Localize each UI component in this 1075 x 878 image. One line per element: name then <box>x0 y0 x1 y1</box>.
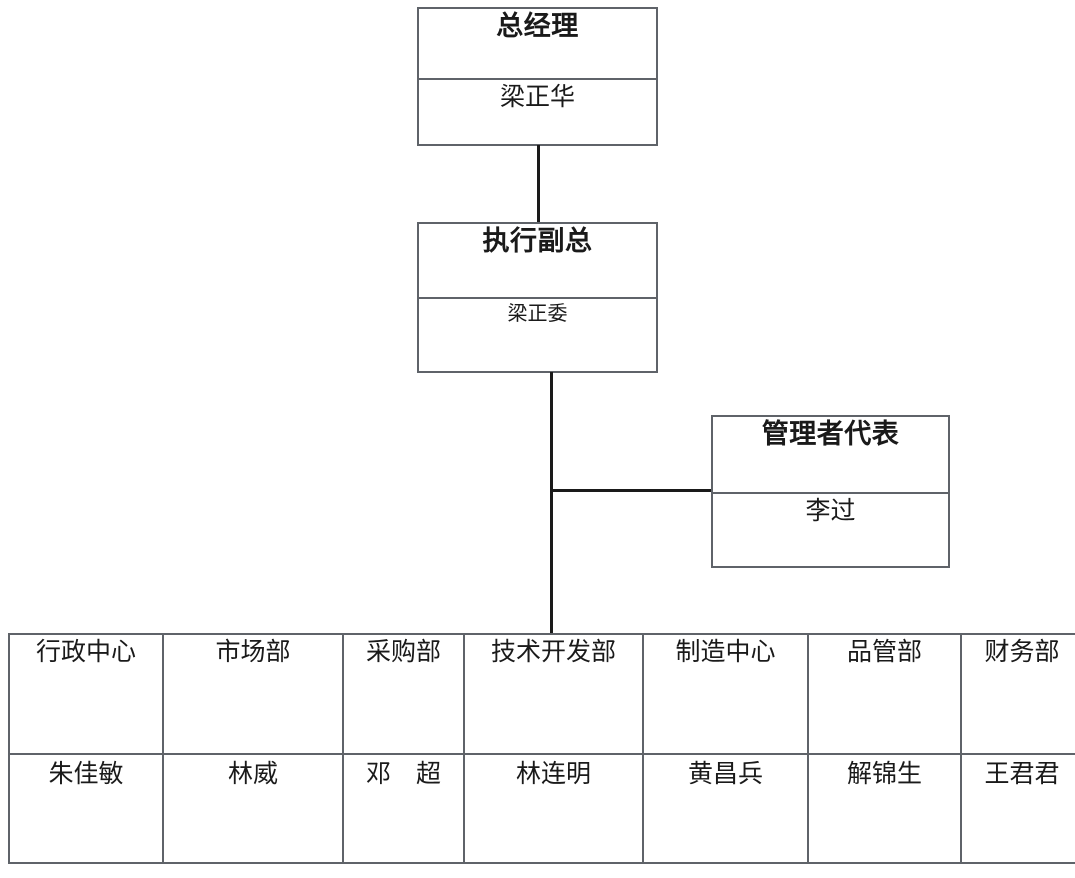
node-general-manager[interactable]: 总经理 梁正华 <box>417 7 658 146</box>
department-person-cell-6[interactable]: 王君君 <box>960 753 1075 864</box>
connector-trunk-to-management-representative <box>551 489 713 492</box>
department-person-cell-5[interactable]: 解锦生 <box>807 753 962 864</box>
departments-person-row: 朱佳敏 林威 邓 超 林连明 黄昌兵 解锦生 王君君 <box>8 753 1075 864</box>
department-person-cell-2[interactable]: 邓 超 <box>342 753 465 864</box>
connector-gm-to-evp <box>537 145 540 223</box>
node-management-representative-title-cell: 管理者代表 <box>713 417 948 494</box>
departments-table: 行政中心 市场部 采购部 技术开发部 制造中心 品管部 财务部 <box>8 633 1075 864</box>
department-name-1: 市场部 <box>215 639 291 666</box>
department-person-1: 林威 <box>227 761 278 788</box>
department-person-cell-1[interactable]: 林威 <box>162 753 344 864</box>
department-name-2: 采购部 <box>365 639 441 666</box>
department-name-3: 技术开发部 <box>490 639 616 666</box>
department-person-6: 王君君 <box>984 761 1060 788</box>
department-cell-3[interactable]: 技术开发部 <box>463 633 644 755</box>
node-management-representative-title: 管理者代表 <box>761 419 900 449</box>
department-name-6: 财务部 <box>984 639 1060 666</box>
department-name-4: 制造中心 <box>675 639 776 666</box>
department-cell-1[interactable]: 市场部 <box>162 633 344 755</box>
department-person-3: 林连明 <box>515 761 591 788</box>
node-general-manager-title-cell: 总经理 <box>419 9 656 80</box>
node-executive-vice-president-title-cell: 执行副总 <box>419 224 656 299</box>
department-cell-4[interactable]: 制造中心 <box>642 633 809 755</box>
node-executive-vice-president-person-cell: 梁正委 <box>419 299 656 371</box>
department-name-0: 行政中心 <box>35 639 136 666</box>
node-general-manager-title: 总经理 <box>496 11 579 41</box>
department-person-5: 解锦生 <box>846 761 922 788</box>
department-person-0: 朱佳敏 <box>48 761 124 788</box>
node-management-representative[interactable]: 管理者代表 李过 <box>711 415 950 568</box>
node-general-manager-person: 梁正华 <box>499 84 575 111</box>
node-management-representative-person-cell: 李过 <box>713 494 948 566</box>
node-executive-vice-president-person: 梁正委 <box>507 303 568 325</box>
node-executive-vice-president[interactable]: 执行副总 梁正委 <box>417 222 658 373</box>
department-cell-6[interactable]: 财务部 <box>960 633 1075 755</box>
department-person-cell-4[interactable]: 黄昌兵 <box>642 753 809 864</box>
department-cell-2[interactable]: 采购部 <box>342 633 465 755</box>
node-executive-vice-president-title: 执行副总 <box>482 226 593 256</box>
department-person-cell-0[interactable]: 朱佳敏 <box>8 753 164 864</box>
department-person-4: 黄昌兵 <box>687 761 763 788</box>
node-management-representative-person: 李过 <box>805 498 856 525</box>
node-general-manager-person-cell: 梁正华 <box>419 80 656 144</box>
department-person-cell-3[interactable]: 林连明 <box>463 753 644 864</box>
department-name-5: 品管部 <box>846 639 922 666</box>
department-cell-5[interactable]: 品管部 <box>807 633 962 755</box>
department-person-2: 邓 超 <box>365 761 441 788</box>
connector-evp-trunk <box>550 372 553 634</box>
departments-name-row: 行政中心 市场部 采购部 技术开发部 制造中心 品管部 财务部 <box>8 633 1075 755</box>
department-cell-0[interactable]: 行政中心 <box>8 633 164 755</box>
